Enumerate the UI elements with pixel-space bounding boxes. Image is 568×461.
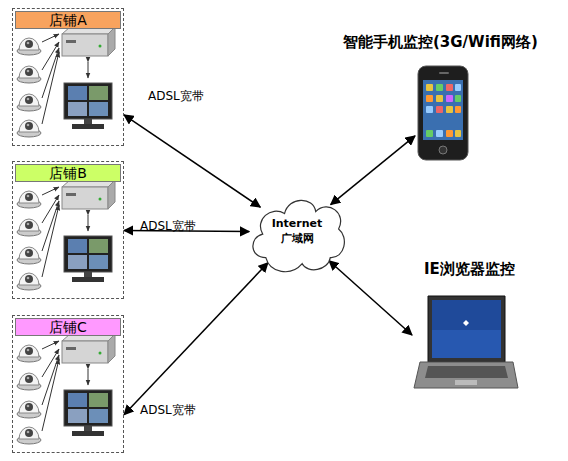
client-device: IE浏览器监控 [412,292,516,392]
network-link [124,263,268,415]
link-label: ADSL宽带 [140,402,196,419]
store-tab: 店铺A [15,11,121,29]
device-label: IE浏览器监控 [424,260,515,279]
cloud-label: Internet 广域网 [267,216,327,246]
internet-cloud: Internet 广域网 [245,186,349,278]
network-link [331,136,415,205]
store-tab: 店铺B [15,164,121,182]
store-tab: 店铺C [15,318,121,336]
network-link [124,115,260,207]
link-label: ADSL宽带 [148,88,204,105]
client-device: 智能手机监控(3G/Wifi网络) [415,65,471,161]
store-group: 店铺C [12,315,124,453]
store-group: 店铺A [12,8,124,146]
store-group: 店铺B [12,161,124,299]
device-label: 智能手机监控(3G/Wifi网络) [343,33,538,52]
link-label: ADSL宽带 [140,218,196,235]
network-link [329,261,412,335]
